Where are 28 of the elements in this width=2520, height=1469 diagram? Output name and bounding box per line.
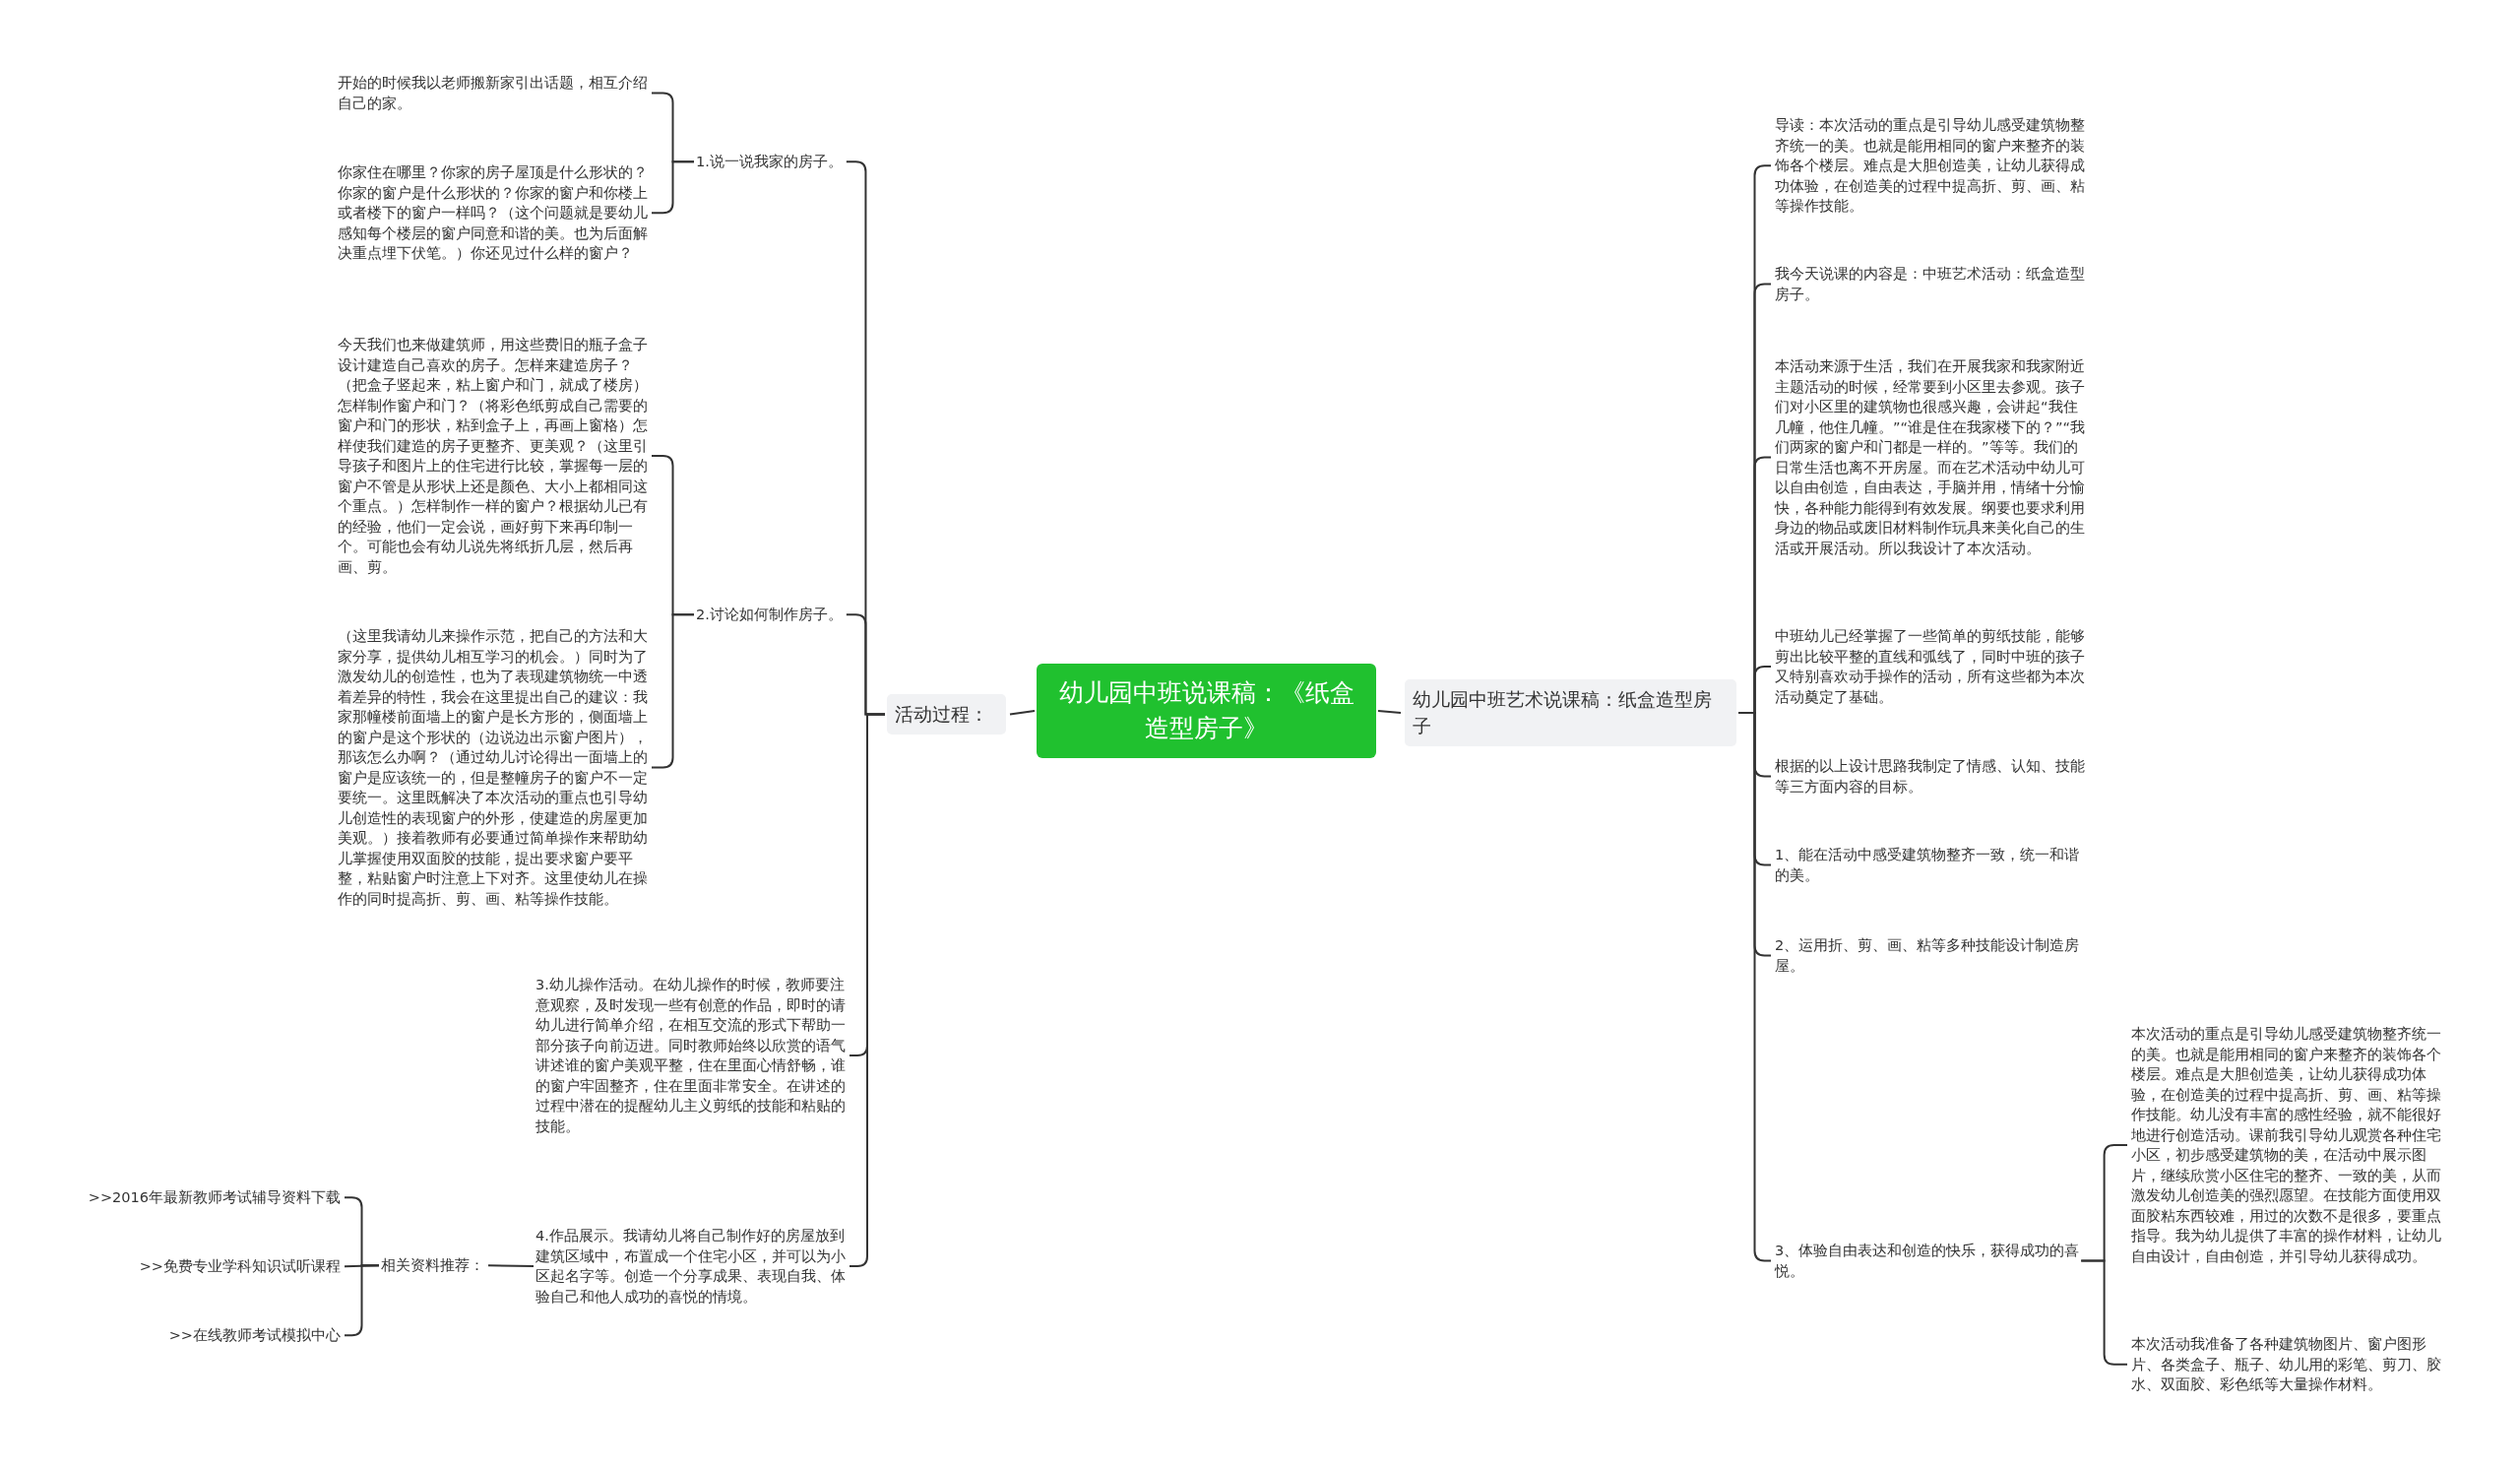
topic-text: 3.幼儿操作活动。在幼儿操作的时候，教师要注意观察，及时发现一些有创意的作品，即时的请幼儿进行简单介绍，在相互交流的形式下帮助一部分孩子向前迈进。同时教师始终以欣赏的语气讲述谁的窗户美观平整，住在里面心情舒畅，谁的窗户牢固整齐，住在里面非常安全。在讲述的过程中潜在的提醒幼儿主义剪纸的技能和粘贴的技能。 (536, 975, 852, 1136)
topic-text: 4.作品展示。我请幼儿将自己制作好的房屋放到建筑区域中，布置成一个住宅小区，并可以为小区起名字等。创造一个分享成果、表现自我、体验自己和他人成功的喜悦的情境。 (536, 1226, 852, 1307)
link-text: >>2016年最新教师考试辅导资料下载 (39, 1187, 341, 1208)
connector (1377, 710, 1402, 714)
topic-text: 2.讨论如何制作房子。 (696, 605, 868, 625)
topic-text: 开始的时候我以老师搬新家引出话题，相互介绍自己的家。 (338, 73, 655, 113)
topic-box: 幼儿园中班艺术说课稿：纸盒造型房子 (1405, 679, 1736, 746)
connector (487, 1264, 535, 1267)
topic-text: 根据的以上设计思路我制定了情感、认知、技能等三方面内容的目标。 (1775, 756, 2092, 797)
link-text: >>免费专业学科知识试听课程 (39, 1256, 341, 1277)
topic-text: 3、体验自由表达和创造的快乐，获得成功的喜悦。 (1775, 1241, 2092, 1281)
topic-text: 1、能在活动中感受建筑物整齐一致，统一和谐的美。 (1775, 845, 2092, 885)
topic-text: 导读：本次活动的重点是引导幼儿感受建筑物整齐统一的美。也就是能用相同的窗户来整齐的装饰各个楼层。难点是大胆创造美，让幼儿获得成功体验，在创造美的过程中提高折、剪、画、粘等操作技能。 (1775, 115, 2092, 217)
topic-text: 本次活动的重点是引导幼儿感受建筑物整齐统一的美。也就是能用相同的窗户来整齐的装饰各个楼层。难点是大胆创造美，让幼儿获得成功体验，在创造美的过程中提高折、剪、画、粘等操作技能。幼儿没有丰富的感性经验，就不能很好地进行创造活动。课前我引导幼儿观赏各种住宅小区，初步感受建筑物的美，在活动中展示图片，继续欣赏小区住宅的整齐、一致的美，从而激发幼儿创造美的强烈愿望。在技能方面使用双面胶粘东西较难，用过的次数不是很多，要重点指导。我为幼儿提供了丰富的操作材料，让幼儿自由设计，自由创造，并引导幼儿获得成功。 (2131, 1024, 2450, 1266)
link-text: >>在线教师考试模拟中心 (39, 1325, 341, 1346)
topic-text: 2、运用折、剪、画、粘等多种技能设计制造房屋。 (1775, 935, 2092, 976)
topic-text: 本次活动我准备了各种建筑物图片、窗户图形片、各类盒子、瓶子、幼儿用的彩笔、剪刀、胶水、双面胶、彩色纸等大量操作材料。 (2131, 1334, 2450, 1395)
topic-text: 我今天说课的内容是：中班艺术活动：纸盒造型房子。 (1775, 264, 2092, 304)
topic-text: 相关资料推荐： (381, 1255, 495, 1276)
topic-text: 今天我们也来做建筑师，用这些费旧的瓶子盒子设计建造自己喜欢的房子。怎样来建造房子？（把盒子竖起来，粘上窗户和门，就成了楼房）怎样制作窗户和门？（将彩色纸剪成自己需要的窗户和门的形状，粘到盒子上，再画上窗格）怎样使我们建造的房子更整齐、更美观？（这里引导孩子和图片上的住宅进行比较，掌握每一层的窗户不管是从形状上还是颜色、大小上都相同这个重点。）怎样制作一样的窗户？根据幼儿已有的经验，他们一定会说，画好剪下来再印制一个。可能也会有幼儿说先将纸折几层，然后再画、剪。 (338, 335, 655, 577)
central-topic: 幼儿园中班说课稿：《纸盒造型房子》 (1037, 664, 1376, 758)
topic-text: （这里我请幼儿来操作示范，把自己的方法和大家分享，提供幼儿相互学习的机会。）同时为了激发幼儿的创造性，也为了表现建筑物统一中透着差异的特性，我会在这里提出自己的建议：我家那幢楼前面墙上的窗户是长方形的，侧面墙上的窗户是这个形状的（边说边出示窗户图片），那该怎么办啊？（通过幼儿讨论得出一面墙上的窗户是应该统一的，但是整幢房子的窗户不一定要统一。这里既解决了本次活动的重点也引导幼儿创造性的表现窗户的外形，使建造的房屋更加美观。）接着教师有必要通过简单操作来帮助幼儿掌握使用双面胶的技能，提出要求窗户要平整，粘贴窗户时注意上下对齐。这里使幼儿在操作的同时提高折、剪、画、粘等操作技能。 (338, 626, 655, 909)
topic-text: 你家住在哪里？你家的房子屋顶是什么形状的？你家的窗户是什么形状的？你家的窗户和你楼上或者楼下的窗户一样吗？（这个问题就是要幼儿感知每个楼层的窗户同意和谐的美。也为后面解决重点埋下伏笔。）你还见过什么样的窗户？ (338, 162, 655, 264)
topic-text: 本活动来源于生活，我们在开展我家和我家附近主题活动的时候，经常要到小区里去参观。孩子们对小区里的建筑物也很感兴趣，会讲起“我住几幢，他住几幢。”“谁是住在我家楼下的？”“我们两家的窗户和门都是一样的。”等等。我们的日常生活也离不开房屋。而在艺术活动中幼儿可以自由创造，自由表达，手脑并用，情绪十分愉快，各种能力能得到有效发展。纲要也要求利用身边的物品或废旧材料制作玩具来美化自己的生活或开展活动。所以我设计了本次活动。 (1775, 356, 2092, 558)
topic-text: 1.说一说我家的房子。 (696, 152, 868, 172)
topic-box: 活动过程： (887, 694, 1006, 734)
connector (1009, 710, 1036, 716)
topic-text: 中班幼儿已经掌握了一些简单的剪纸技能，能够剪出比较平整的直线和弧线了，同时中班的孩子又特别喜欢动手操作的活动，所有这些都为本次活动奠定了基础。 (1775, 626, 2092, 707)
